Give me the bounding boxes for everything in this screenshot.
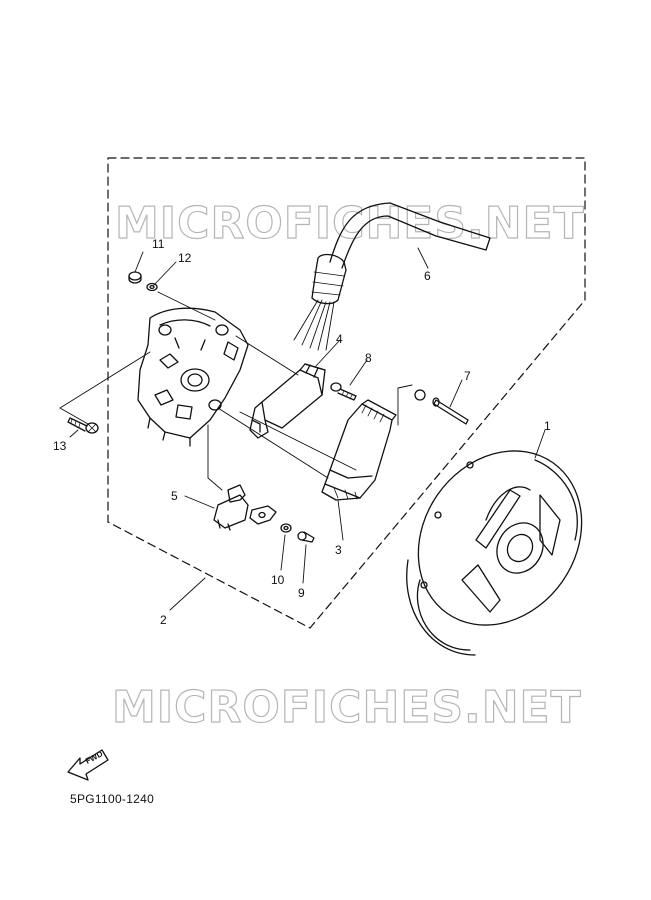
callout-10: 10 <box>271 573 285 587</box>
pulser-coil-4 <box>249 363 326 439</box>
bracket-10 <box>249 505 292 533</box>
bolt-11 <box>128 271 142 284</box>
watermark-bottom: MICROFICHES.NET <box>111 681 582 733</box>
screw-13 <box>67 417 99 434</box>
callout-11: 11 <box>152 237 165 251</box>
washer-12 <box>146 282 158 292</box>
leader-lines <box>59 247 546 611</box>
pickup-coil-5 <box>213 484 249 531</box>
callout-13: 13 <box>53 439 67 453</box>
callout-6: 6 <box>424 269 431 283</box>
part-code: 5PG1100-1240 <box>70 792 155 806</box>
screw-8 <box>330 382 357 401</box>
charge-coil-3 <box>321 399 397 501</box>
callout-5: 5 <box>171 489 178 503</box>
callout-3: 3 <box>335 543 342 557</box>
callout-8: 8 <box>365 351 372 365</box>
flywheel-rotor-1 <box>406 450 583 656</box>
callout-12: 12 <box>178 251 192 265</box>
fwd-arrow-icon <box>67 749 109 781</box>
callout-9: 9 <box>298 586 305 600</box>
stator-plate <box>137 307 249 447</box>
bolt-7 <box>414 389 469 425</box>
callout-4: 4 <box>336 332 343 346</box>
screw-9 <box>297 531 315 543</box>
wire-harness-6 <box>293 202 491 351</box>
callout-1: 1 <box>544 419 551 433</box>
callout-2: 2 <box>160 613 167 627</box>
assembly-boundary <box>107 157 586 629</box>
callout-7: 7 <box>464 369 471 383</box>
watermark-top: MICROFICHES.NET <box>114 197 585 249</box>
